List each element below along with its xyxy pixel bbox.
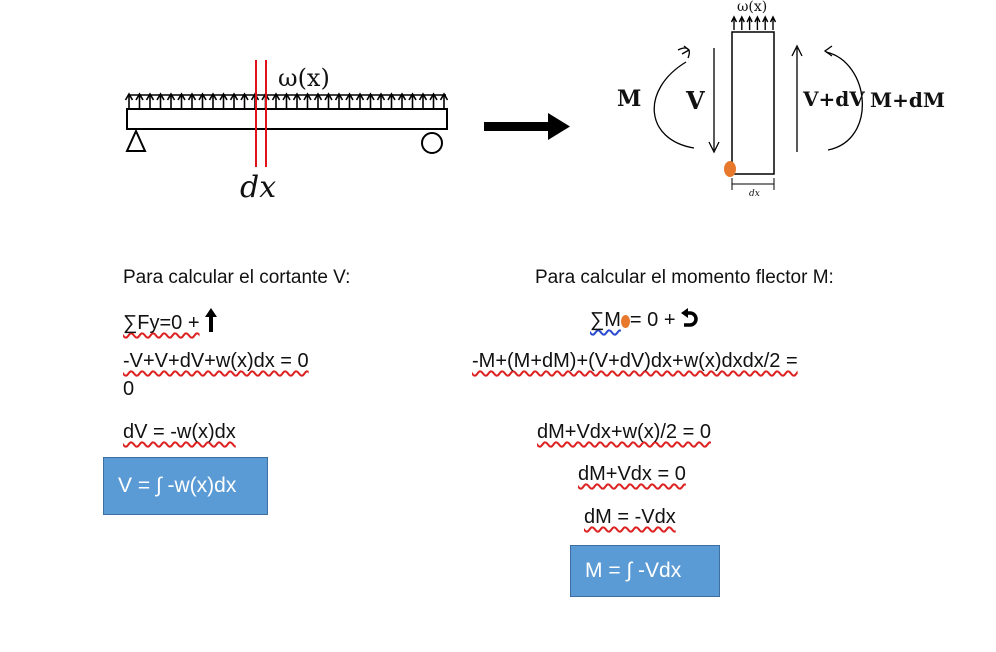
left-result-box: V = ∫ -w(x)dx xyxy=(103,457,268,515)
element-load-label: ω(x) xyxy=(737,0,768,15)
element-V-left: V xyxy=(686,86,705,115)
right-heading: Para calcular el momento flector M: xyxy=(535,267,834,288)
element-V-right: V+dV xyxy=(803,87,865,111)
moment-left-arc xyxy=(653,61,695,149)
pin-support xyxy=(125,128,147,152)
element-rect xyxy=(731,31,775,175)
moment-point-marker xyxy=(620,315,630,328)
right-result-box: M = ∫ -Vdx xyxy=(570,545,720,597)
left-eq1-cont: 0 xyxy=(123,378,135,400)
moment-point xyxy=(724,161,736,177)
element-diagram xyxy=(653,15,863,190)
left-sum-forces: ∑Fy=0 + xyxy=(123,308,218,335)
left-heading: Para calcular el cortante V: xyxy=(123,267,351,288)
element-M-right: M+dM xyxy=(870,88,946,112)
left-eq1: -V+V+dV+w(x)dx = 0 xyxy=(123,350,309,372)
roller-support xyxy=(421,132,443,154)
moment-right-arc xyxy=(825,51,863,151)
element-M-left: M xyxy=(617,86,642,112)
right-eq4: dM = -Vdx xyxy=(584,506,676,528)
counterclockwise-icon xyxy=(681,308,698,327)
left-eq2: dV = -w(x)dx xyxy=(123,421,236,443)
right-sum-moments: ∑M= 0 + xyxy=(590,308,699,332)
distributed-load-arrows xyxy=(124,92,449,109)
element-dx-label: dx xyxy=(749,189,760,199)
element-load-arrows xyxy=(730,15,777,30)
right-eq2: dM+Vdx+w(x)/2 = 0 xyxy=(537,421,711,443)
beam-load-label: ω(x) xyxy=(278,64,330,92)
right-eq1: -M+(M+dM)+(V+dV)dx+w(x)dxdx/2 = xyxy=(472,350,798,372)
up-arrow-icon xyxy=(205,308,218,332)
beam-dx-label: dx xyxy=(240,170,277,205)
beam-diagram xyxy=(124,60,449,167)
beam xyxy=(126,108,448,130)
left-sum-text: ∑Fy=0 + xyxy=(123,312,200,334)
right-arrow-icon xyxy=(484,113,570,140)
right-eq3: dM+Vdx = 0 xyxy=(578,463,686,485)
